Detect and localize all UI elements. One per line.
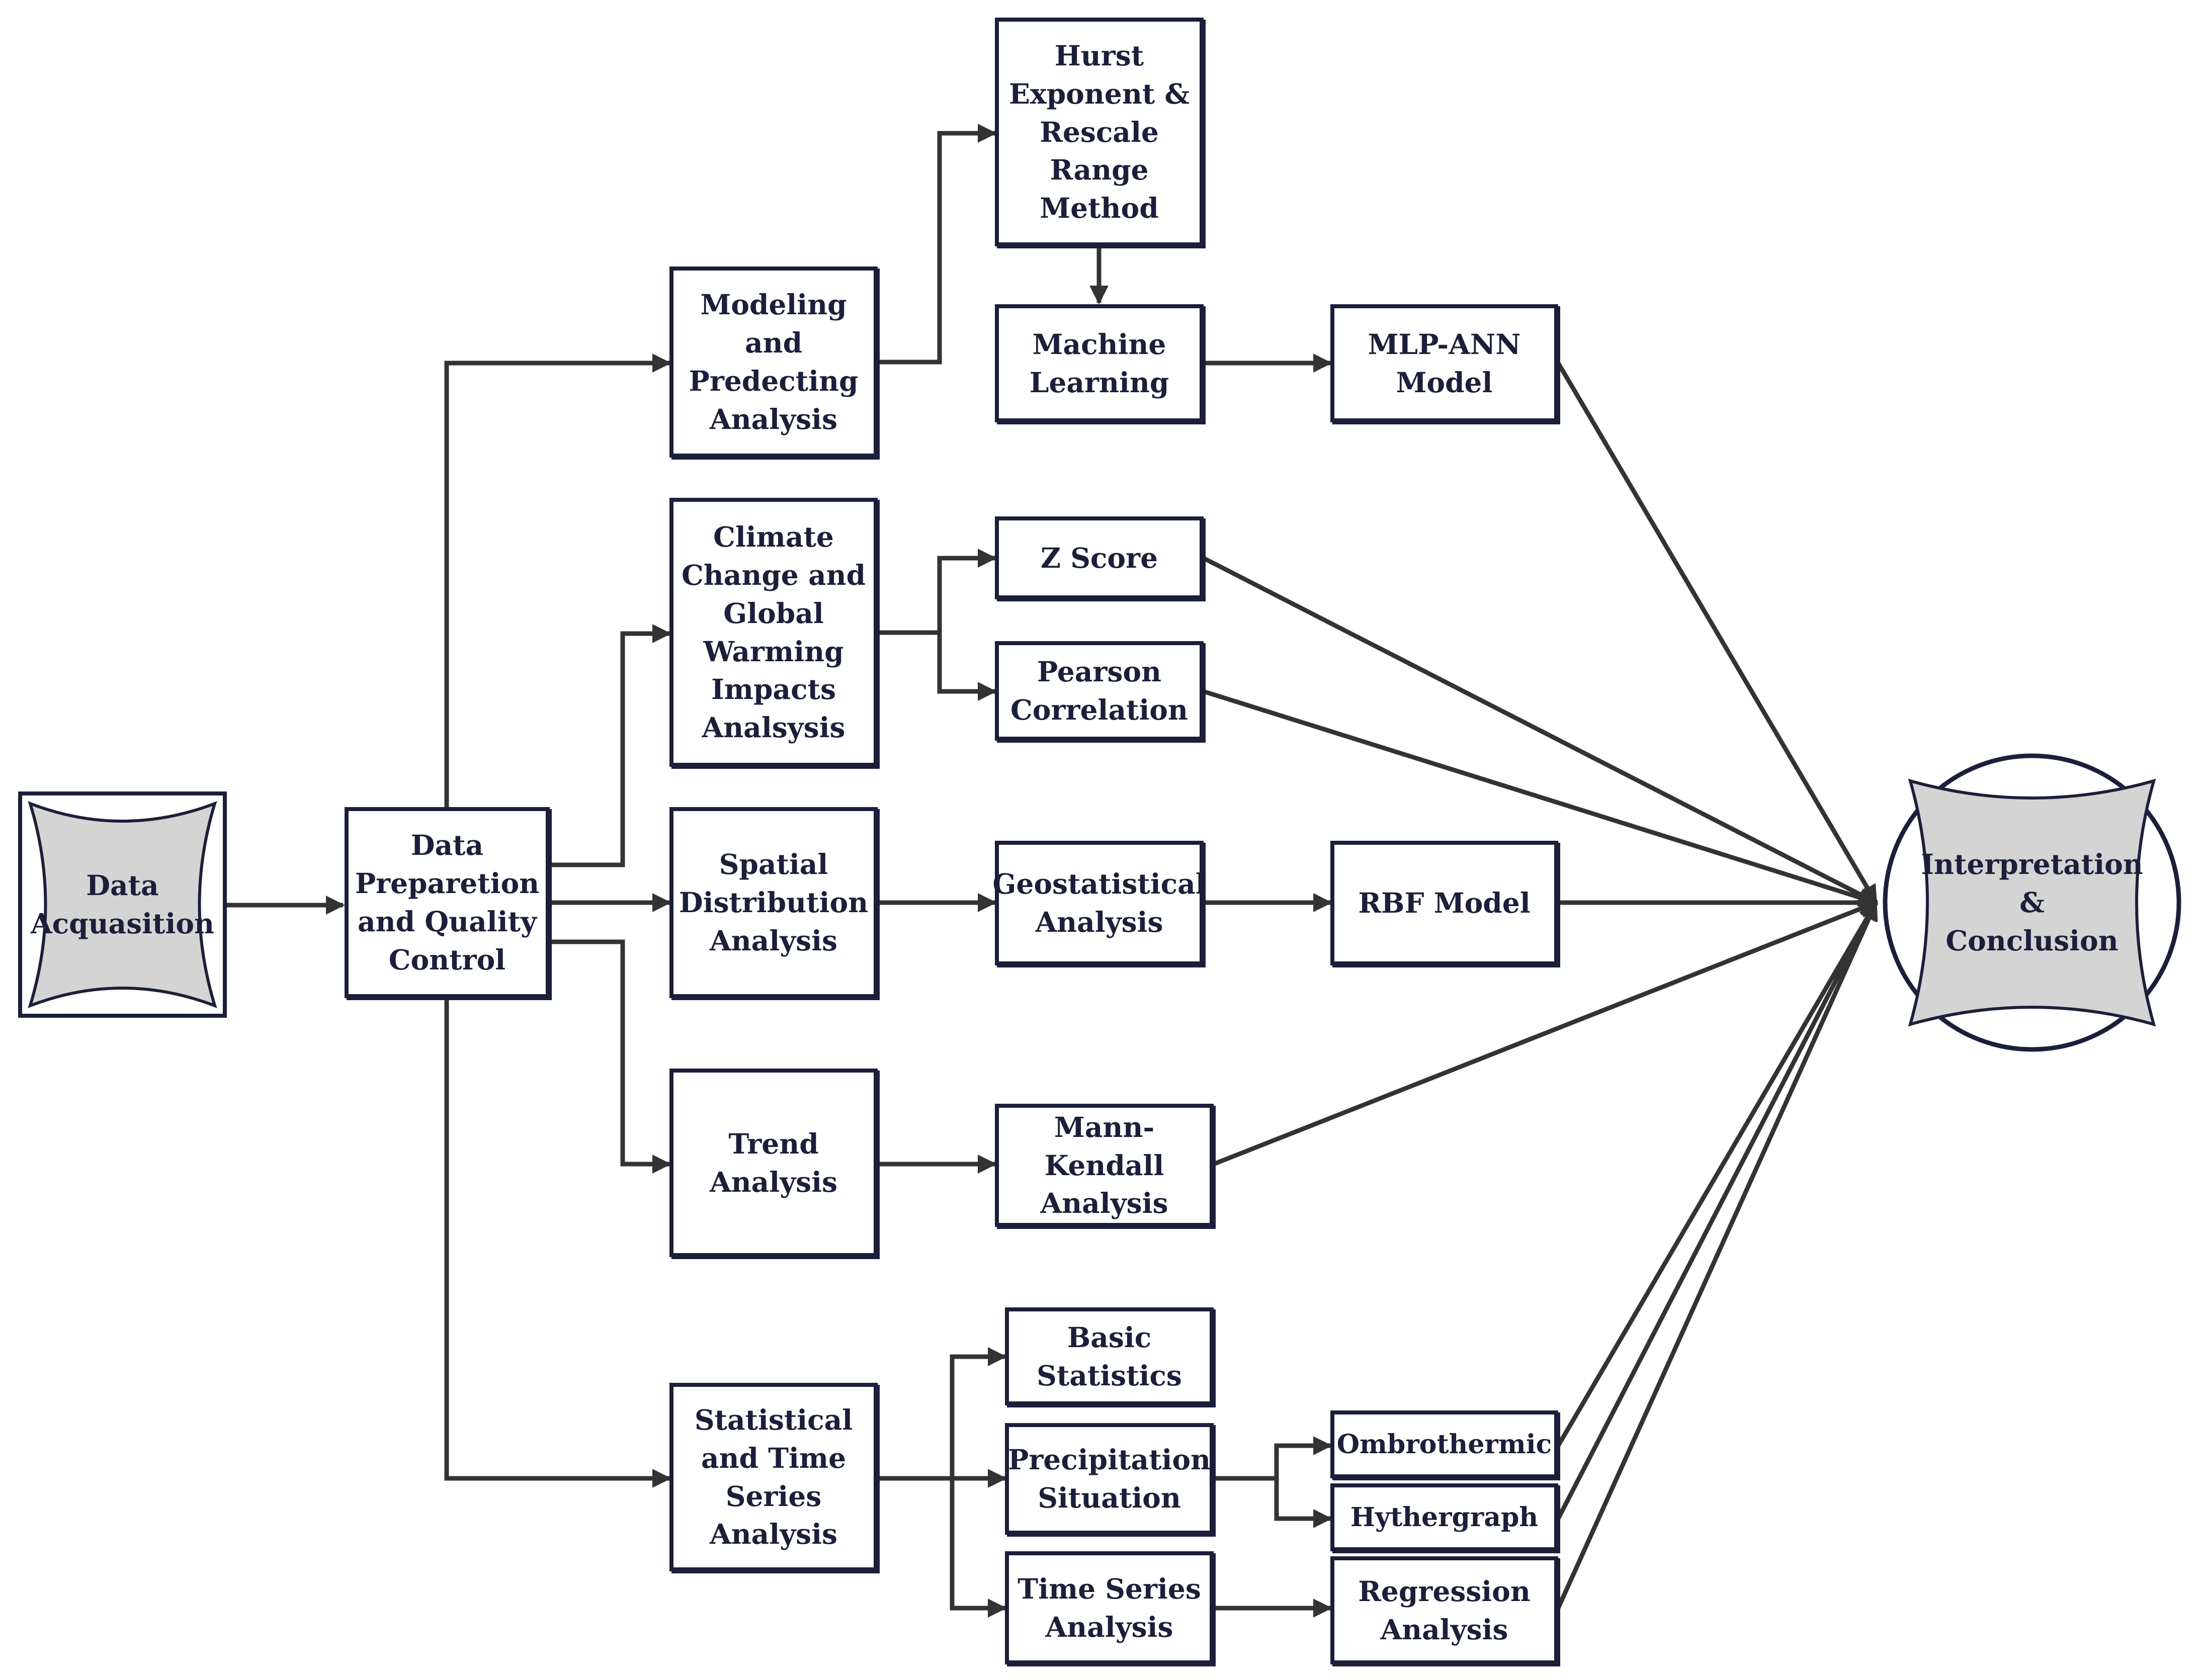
node-machine-learning: Machine Learning — [995, 304, 1204, 422]
connector-mlp-ann-to-conclusion — [1556, 362, 1878, 905]
node-label: Data Preparetion and Quality Control — [355, 829, 540, 976]
node-geostatistical: Geostatistical Analysis — [992, 841, 1206, 965]
node-label: Mann-Kendall Analysis — [1040, 1110, 1168, 1220]
node-label: MLP-ANN Model — [1368, 327, 1521, 399]
node-ombrothermic: Ombrothermic — [1330, 1410, 1558, 1478]
connector-statistical-to-time-series — [950, 1478, 1007, 1618]
connector-regression-to-conclusion — [1556, 901, 1879, 1609]
node-label: RBF Model — [1358, 887, 1531, 920]
connector-precipitation-to-ombrothermic — [1214, 1436, 1332, 1481]
connector-preparation-to-climate — [550, 624, 671, 867]
node-label: Pearson Correlation — [1010, 655, 1188, 726]
connector-z-score-to-conclusion — [1202, 556, 1878, 905]
connector-preparation-to-trend — [550, 939, 671, 1174]
connector-hythergraph-to-conclusion — [1556, 901, 1878, 1520]
connector-ombrothermic-to-conclusion — [1556, 901, 1878, 1447]
connector-climate-to-pearson — [937, 633, 997, 701]
connector-preparation-to-modeling — [444, 353, 671, 807]
node-label: Interpretation & Conclusion — [1921, 848, 2143, 957]
node-label: Hurst Exponent & Rescale Range Method — [1008, 39, 1190, 225]
node-label: Geostatistical Analysis — [992, 867, 1206, 938]
node-pearson-correlation: Pearson Correlation — [995, 641, 1204, 741]
node-basic-statistics: Basic Statistics — [1005, 1307, 1214, 1405]
node-mann-kendall: Mann-Kendall Analysis — [995, 1104, 1214, 1227]
node-label: Trend Analysis — [710, 1127, 837, 1198]
node-mlp-ann-model: MLP-ANN Model — [1330, 304, 1558, 422]
node-label: Z Score — [1040, 541, 1158, 574]
node-rbf-model: RBF Model — [1330, 841, 1558, 965]
node-label: Climate Change and Global Warming Impact… — [681, 520, 866, 744]
node-hurst-exponent: Hurst Exponent & Rescale Range Method — [995, 18, 1204, 246]
node-label: Precipitation Situation — [1007, 1443, 1211, 1514]
node-label: Statistical and Time Series Analysis — [694, 1403, 853, 1551]
node-label: Hythergraph — [1350, 1501, 1539, 1533]
node-modeling-predicting: Modeling and Predecting Analysis — [669, 267, 878, 458]
connector-pearson-to-conclusion — [1203, 689, 1878, 907]
node-label: Time Series Analysis — [1018, 1572, 1201, 1643]
node-time-series-analysis: Time Series Analysis — [1005, 1551, 1214, 1664]
connector-preparation-to-statistical — [444, 998, 671, 1488]
node-label: Spatial Distribution Analysis — [679, 848, 869, 957]
node-label: Machine Learning — [1029, 327, 1169, 399]
node-regression-analysis: Regression Analysis — [1330, 1556, 1558, 1664]
data-acquasition-shape — [18, 791, 227, 1018]
node-z-score: Z Score — [995, 516, 1204, 599]
connector-climate-to-z-score — [878, 549, 997, 635]
node-label: Basic Statistics — [1037, 1320, 1182, 1392]
node-interpretation-conclusion: Interpretation & Conclusion — [1885, 756, 2179, 1049]
connector-statistical-to-basic-statistics — [878, 1347, 1007, 1481]
node-data-acquasition: Data Acquasition — [20, 793, 225, 1016]
node-climate-change: Climate Change and Global Warming Impact… — [669, 498, 878, 767]
connector-modeling-to-hurst — [878, 124, 997, 365]
connector-mann-kendall-to-conclusion — [1213, 900, 1878, 1167]
node-label: Ombrothermic — [1336, 1429, 1552, 1460]
node-label: Modeling and Predecting Analysis — [689, 288, 859, 435]
node-label: Regression Analysis — [1358, 1574, 1531, 1646]
node-hythergraph: Hythergraph — [1330, 1483, 1558, 1551]
node-trend-analysis: Trend Analysis — [669, 1069, 878, 1257]
node-label: Data Acquasition — [30, 869, 215, 940]
node-statistical-time-series: Statistical and Time Series Analysis — [669, 1383, 878, 1571]
connector-precipitation-to-hythergraph — [1274, 1478, 1332, 1528]
node-data-preparation: Data Preparetion and Quality Control — [345, 807, 550, 998]
node-spatial-distribution: Spatial Distribution Analysis — [669, 807, 878, 998]
node-precipitation-situation: Precipitation Situation — [1005, 1423, 1214, 1535]
conclusion-shape — [1883, 753, 2181, 1052]
